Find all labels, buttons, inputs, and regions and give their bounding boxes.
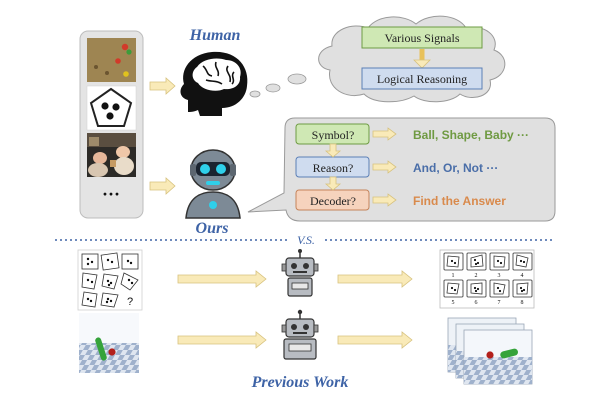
input-panel: ··· [79,30,144,219]
previous-robot-icon-top [281,249,319,297]
human-head-icon [180,51,248,116]
separator-label: V.S. [297,233,315,247]
svg-text:Symbol?: Symbol? [312,128,355,142]
option-number: 4 [521,273,524,279]
previous-work-title: Previous Work [251,374,349,391]
arrow-to-ours [149,177,176,195]
step-symbol: Symbol? [295,123,370,145]
ours-robot-icon [184,149,242,219]
input-ellipsis: ··· [102,184,120,204]
thought-bubbles [249,73,307,98]
step-down-arrows [324,143,342,191]
scene-3d-output-stack [447,317,533,385]
option-number: 8 [521,300,524,306]
arrow-to-human [149,77,176,95]
option-number: 6 [475,300,478,306]
input-image-babies [87,133,136,177]
arrow-robot-to-answers [337,270,413,288]
svg-text:Decoder?: Decoder? [310,194,356,208]
answer-decoder: Find the Answer [413,194,506,208]
step-decoder: Decoder? [295,189,370,211]
option-number: 1 [452,273,455,279]
step-right-arrows [372,127,397,207]
option-number: 3 [498,273,501,279]
option-number: 2 [475,273,478,279]
answer-options-grid: 1 2 3 4 5 6 7 8 [439,249,535,309]
previous-robot-icon-bottom [281,309,319,360]
arrow-puzzle-to-robot [177,270,267,288]
svg-text:Various Signals: Various Signals [385,31,460,45]
ours-title: Ours [196,220,229,237]
arrow-robot-to-frames [337,331,413,349]
arrow-scene-to-robot [177,331,267,349]
input-image-pentagon [86,85,137,131]
answer-symbol: Ball, Shape, Baby ··· [413,128,529,142]
cloud-box-logical-reasoning: Logical Reasoning [361,67,483,90]
input-image-balls [87,38,136,82]
step-reason: Reason? [295,156,370,178]
svg-text:Reason?: Reason? [313,161,354,175]
cloud-box-various-signals: Various Signals [361,26,483,49]
puzzle-grid: ? [77,249,143,311]
scene-3d-input [79,313,139,373]
option-number: 5 [452,300,455,306]
svg-text:Logical Reasoning: Logical Reasoning [377,72,467,86]
answer-reason: And, Or, Not ··· [413,161,498,175]
puzzle-question-mark: ? [127,296,133,308]
human-title: Human [189,27,241,44]
option-number: 7 [498,300,501,306]
